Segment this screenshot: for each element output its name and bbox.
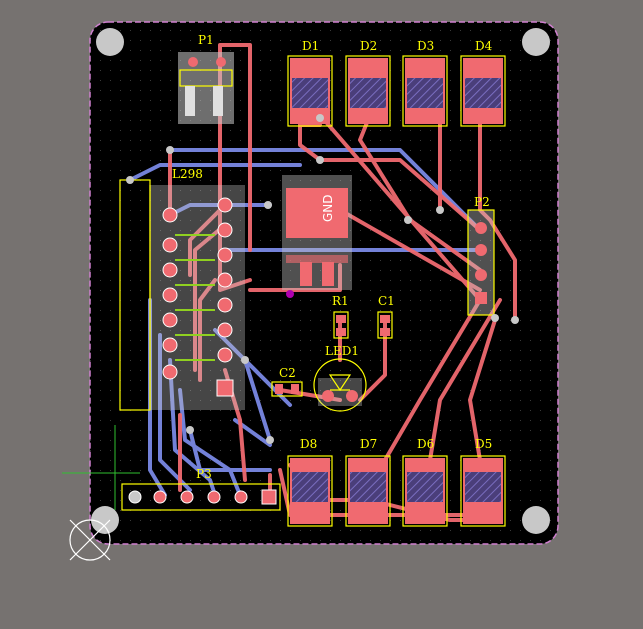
label-c1: C1 bbox=[378, 294, 395, 308]
mounting-holes bbox=[91, 28, 550, 534]
mounting-hole-bottom-left bbox=[91, 506, 119, 534]
label-r1: R1 bbox=[332, 294, 349, 308]
driver-l298-legs bbox=[175, 234, 215, 361]
vias bbox=[126, 114, 519, 444]
capacitor-c2[interactable]: C2 bbox=[271, 366, 303, 397]
mounting-hole-bottom-right bbox=[522, 506, 550, 534]
connector-p2[interactable]: P2 bbox=[467, 195, 495, 316]
label-d1: D1 bbox=[302, 39, 319, 53]
connector-p3[interactable]: P3 bbox=[121, 467, 281, 511]
origin-crosshair-marker bbox=[62, 425, 140, 561]
label-gnd: GND bbox=[321, 194, 335, 222]
diode-d3[interactable]: D3 bbox=[402, 39, 448, 127]
mounting-hole-top-left bbox=[96, 28, 124, 56]
driver-l298[interactable]: L298 bbox=[119, 167, 245, 411]
mounting-hole-top-right bbox=[522, 28, 550, 56]
label-p3: P3 bbox=[196, 467, 212, 481]
label-d6: D6 bbox=[417, 437, 434, 451]
diode-d7[interactable]: D7 bbox=[345, 437, 391, 527]
driver-l298-pins bbox=[162, 197, 234, 397]
diode-d6[interactable]: D6 bbox=[402, 437, 448, 527]
label-d2: D2 bbox=[360, 39, 377, 53]
label-c2: C2 bbox=[279, 366, 296, 380]
diode-d4[interactable]: D4 bbox=[460, 39, 506, 127]
label-d7: D7 bbox=[360, 437, 377, 451]
label-led1: LED1 bbox=[325, 344, 359, 358]
label-d3: D3 bbox=[417, 39, 434, 53]
diode-d5[interactable]: D5 bbox=[460, 437, 506, 527]
label-l298: L298 bbox=[172, 167, 203, 181]
led-led1[interactable]: LED1 bbox=[313, 344, 367, 412]
diode-d1[interactable]: D1 bbox=[287, 39, 333, 127]
connector-p1[interactable]: P1 bbox=[178, 33, 234, 124]
voltage-regulator[interactable]: GND bbox=[282, 175, 352, 298]
label-d8: D8 bbox=[300, 437, 317, 451]
capacitor-c1[interactable]: C1 bbox=[377, 294, 395, 339]
diode-d2[interactable]: D2 bbox=[345, 39, 391, 127]
label-p2: P2 bbox=[474, 195, 490, 209]
label-p1: P1 bbox=[198, 33, 214, 47]
resistor-r1[interactable]: R1 bbox=[332, 294, 349, 339]
diode-d8[interactable]: D8 bbox=[287, 437, 333, 527]
label-d4: D4 bbox=[475, 39, 493, 53]
label-d5: D5 bbox=[475, 437, 492, 451]
